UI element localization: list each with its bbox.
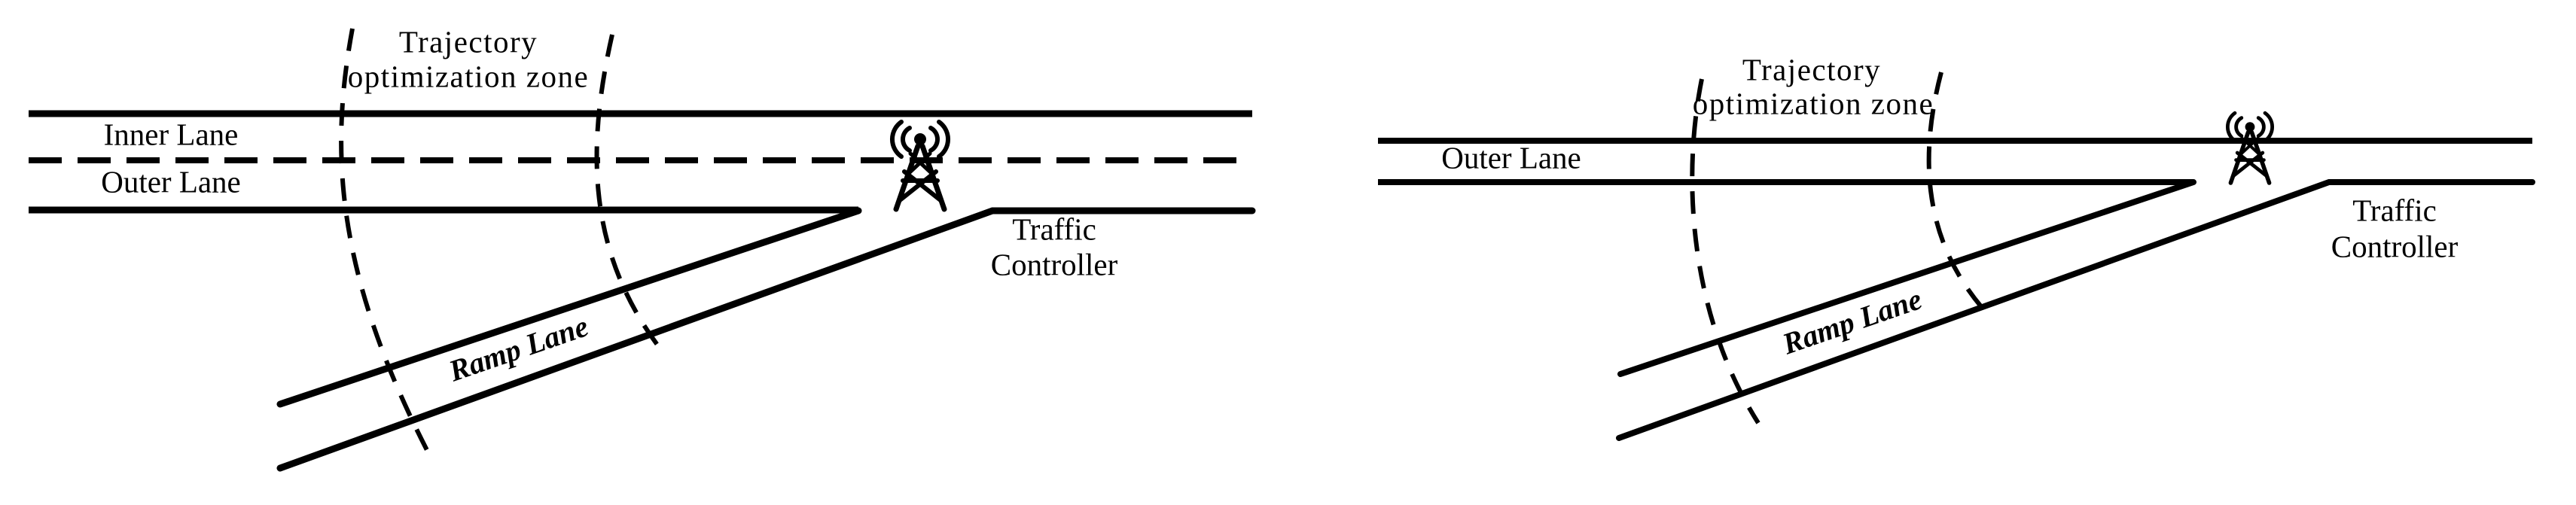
traffic-controller-label-line1: Traffic (1012, 211, 1096, 246)
zone-label-line1: Trajectory (399, 24, 538, 59)
zone-boundary-arc-upstream (1690, 78, 1761, 424)
outer-lane-label: Outer Lane (101, 164, 241, 199)
ramp-upper-edge (1617, 179, 2196, 377)
zone-label-line2: optimization zone (1693, 86, 1934, 120)
traffic-controller-label-line2: Controller (2331, 229, 2459, 263)
radio-tower-icon (2227, 113, 2272, 183)
ramp-lower-edge-and-downstream-bottom (1616, 179, 2535, 441)
zone-boundary-arc-downstream (594, 34, 666, 355)
zone-label-line2: optimization zone (348, 59, 589, 93)
ramp-upper-edge (276, 207, 862, 408)
radio-tower-icon (892, 122, 948, 209)
inner-lane-label: Inner Lane (104, 117, 239, 151)
zone-boundary-arc-downstream (1926, 71, 1986, 312)
zone-label-line1: Trajectory (1742, 52, 1881, 87)
zone-boundary-arc-upstream (339, 28, 430, 453)
ramp-lane-label: Ramp Lane (444, 309, 592, 388)
outer-lane-label: Outer Lane (1441, 140, 1581, 175)
ramp-lower-edge-and-downstream-bottom (276, 207, 1256, 472)
right-panel: Trajectory optimization zone Outer Lane … (1378, 52, 2535, 441)
traffic-controller-label-line1: Traffic (2352, 193, 2437, 227)
left-panel: Trajectory optimization zone Inner Lane … (29, 24, 1256, 472)
traffic-controller-label-line2: Controller (991, 247, 1118, 281)
